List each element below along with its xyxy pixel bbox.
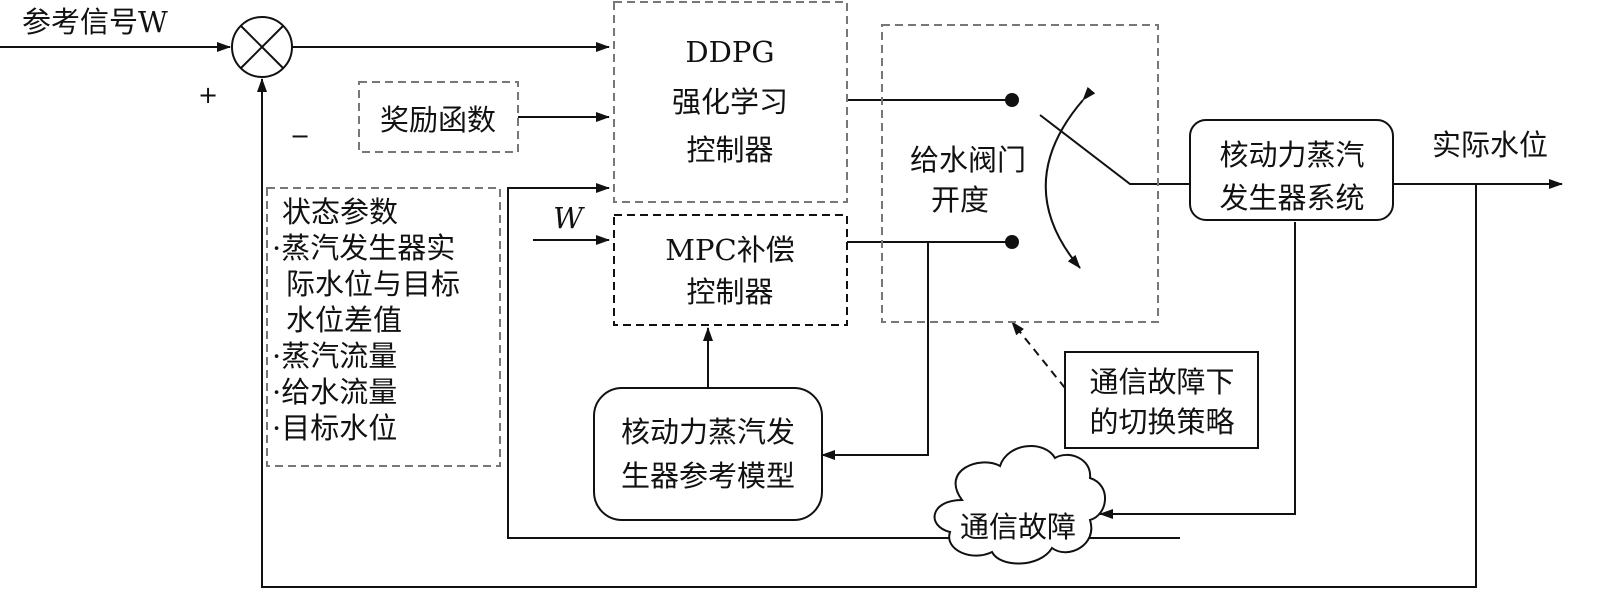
reward-label: 奖励函数 xyxy=(380,103,496,137)
ddpg-box xyxy=(613,1,848,203)
state-feedback-to-ddpg-line xyxy=(507,183,1180,539)
ref-model-box xyxy=(593,387,823,521)
switch-arc-arrow xyxy=(1044,86,1096,269)
strategy-to-switch-arrow xyxy=(1011,321,1066,389)
summing-junction xyxy=(231,16,293,78)
state-params-line-6: ·目标水位 xyxy=(272,411,397,445)
state-params-box xyxy=(266,187,501,467)
plant-box xyxy=(1189,119,1394,221)
ref-model-label-1: 核动力蒸汽发 xyxy=(621,415,795,449)
comm-fault-cloud xyxy=(933,445,1106,565)
state-params-line-4: ·蒸汽流量 xyxy=(272,339,397,373)
switch-blade-line xyxy=(1039,114,1190,185)
switch-strategy-label-1: 通信故障下 xyxy=(1089,365,1234,399)
main-feedback-line xyxy=(257,78,1477,588)
mpc-to-ref-model-arrow xyxy=(821,242,929,460)
state-params-title: 状态参数 xyxy=(282,195,398,229)
plus-sign: + xyxy=(198,81,218,109)
valve-label-2: 开度 xyxy=(931,183,989,217)
minus-sign: − xyxy=(290,122,310,150)
plant-label-2: 发生器系统 xyxy=(1219,181,1364,215)
ref-model-label-2: 生器参考模型 xyxy=(621,459,795,493)
reward-box xyxy=(358,81,519,153)
state-params-line-2: 际水位与目标 xyxy=(286,267,460,301)
actual-level-label: 实际水位 xyxy=(1432,128,1548,162)
ddpg-label-3: 控制器 xyxy=(686,133,773,167)
valve-box xyxy=(881,24,1159,323)
valve-label-1: 给水阀门 xyxy=(910,143,1026,177)
mpc-label-2: 控制器 xyxy=(686,275,773,309)
w-input-label: W xyxy=(553,201,585,235)
plant-label-1: 核动力蒸汽 xyxy=(1219,138,1364,172)
ddpg-label-2: 强化学习 xyxy=(672,85,788,119)
state-params-line-1: ·蒸汽发生器实 xyxy=(272,231,455,265)
ddpg-label-1: DDPG xyxy=(685,35,774,69)
state-params-line-3: 水位差值 xyxy=(286,303,402,337)
switch-strategy-box xyxy=(1064,351,1259,449)
switch-strategy-label-2: 的切换策略 xyxy=(1089,405,1234,439)
plant-to-comm-fault-arrow xyxy=(1099,222,1296,519)
switch-contact-mpc xyxy=(1005,235,1019,249)
reference-signal-label: 参考信号W xyxy=(22,5,168,39)
mpc-box xyxy=(613,214,848,326)
comm-fault-label: 通信故障 xyxy=(960,510,1076,544)
switch-contact-ddpg xyxy=(1005,93,1019,107)
state-params-line-5: ·给水流量 xyxy=(272,375,397,409)
mpc-label-1: MPC补偿 xyxy=(665,233,794,267)
